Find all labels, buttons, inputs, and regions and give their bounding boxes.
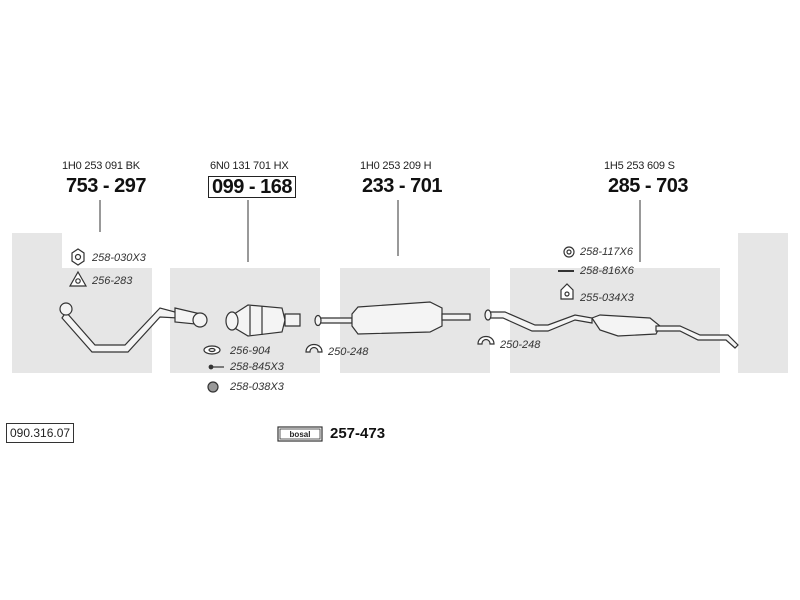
gasket-triangle-icon bbox=[68, 270, 88, 287]
kit-part-number: 257-473 bbox=[330, 425, 386, 442]
accessory-label-ring: 256-904 bbox=[230, 345, 271, 357]
spring-nut-icon bbox=[207, 381, 219, 393]
oem-number-1: 1H0 253 091 BK bbox=[62, 160, 140, 172]
rear-silencer bbox=[484, 309, 739, 349]
oem-number-2: 6N0 131 701 HX bbox=[210, 160, 289, 172]
accessory-label-nut: 258-030X3 bbox=[92, 252, 146, 264]
part-number-2: 099 - 168 bbox=[208, 176, 297, 198]
oem-number-4: 1H5 253 609 S bbox=[604, 160, 675, 172]
part-number-3: 233 - 701 bbox=[362, 175, 443, 197]
bosal-kit-logo: bosal bbox=[277, 426, 323, 442]
clamp-icon-2 bbox=[477, 335, 495, 345]
hanger-icon bbox=[560, 283, 574, 300]
part-number-1: 753 - 297 bbox=[66, 175, 147, 197]
ring-gasket-icon bbox=[203, 345, 221, 355]
accessory-label-hanger: 255-034X3 bbox=[580, 292, 634, 304]
nut-icon bbox=[71, 248, 85, 266]
front-pipe bbox=[59, 302, 208, 353]
accessory-label-stud: 258-816X6 bbox=[580, 265, 634, 277]
catalog-reference: 090.316.07 bbox=[6, 423, 75, 443]
oem-number-3: 1H0 253 209 H bbox=[360, 160, 432, 172]
catalytic-converter bbox=[225, 304, 301, 337]
accessory-label-clamp-1: 250-248 bbox=[328, 346, 369, 358]
accessory-label-clamp-2: 250-248 bbox=[500, 339, 541, 351]
accessory-label-bolt: 258-845X3 bbox=[230, 361, 284, 373]
leader-lines bbox=[99, 200, 641, 262]
accessory-label-gasket: 256-283 bbox=[92, 275, 133, 287]
accessory-label-spring-nut: 258-038X3 bbox=[230, 381, 284, 393]
clamp-icon-1 bbox=[305, 343, 323, 353]
kit-logo-text: bosal bbox=[290, 430, 311, 439]
accessory-label-washer: 258-117X6 bbox=[580, 246, 634, 258]
middle-silencer bbox=[314, 301, 471, 335]
bolt-icon bbox=[208, 364, 224, 370]
part-number-4: 285 - 703 bbox=[608, 175, 689, 197]
washer-icon bbox=[563, 246, 575, 258]
